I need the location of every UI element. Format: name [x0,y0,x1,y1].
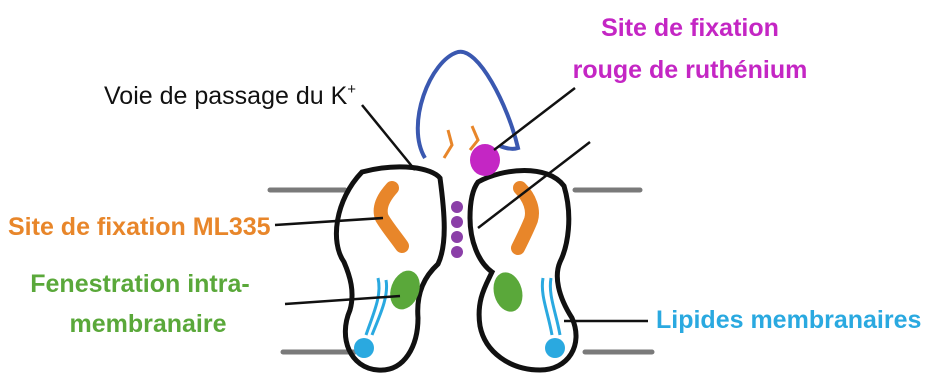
label-k-pathway: Voie de passage du K+ [104,81,356,110]
leader-ruthenium [494,88,575,150]
lipid-head [354,338,374,358]
label-fenestration-line2: membranaire [69,310,226,338]
label-k-superscript: + [347,81,356,98]
ruthenium-binding-site [444,126,500,176]
label-ruthenium-line1: Site de fixation [601,14,779,42]
potassium-ion [451,201,463,213]
label-ruthenium-line2: rouge de ruthénium [573,56,808,84]
leader-k-pathway [362,105,415,170]
lipid-head [545,338,565,358]
lipid-tail [366,278,379,335]
label-lipids: Lipides membranaires [656,306,921,334]
potassium-ions [451,201,463,258]
fenestration-right [489,269,526,315]
label-fenestration-line1: Fenestration intra- [30,270,249,298]
potassium-ion [451,216,463,228]
potassium-ion [451,231,463,243]
membrane-lines [270,190,652,352]
label-ml335: Site de fixation ML335 [8,213,271,241]
potassium-ion [451,246,463,258]
ruthenium-strand-1 [444,130,452,158]
ml335-site-left [381,188,402,246]
label-k-pathway-text: Voie de passage du K [104,82,348,110]
lipid-left [354,278,387,358]
leader-ml335 [275,218,383,225]
ruthenium-strand-2 [470,126,478,150]
